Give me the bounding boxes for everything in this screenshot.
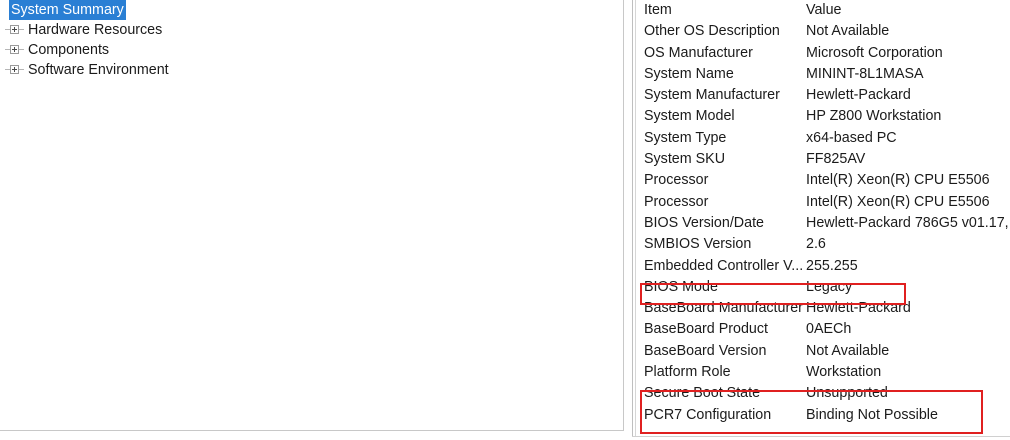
tree-item-software-environment-label: Software Environment [28, 62, 169, 78]
row-value-label: MININT-8L1MASA [806, 65, 924, 82]
row-value-label: 255.255 [806, 257, 858, 274]
row-item-label: Processor [644, 193, 709, 210]
row-item-label: Processor [644, 172, 709, 189]
column-header-value[interactable]: Value [806, 2, 842, 18]
tree-connector-icon [19, 49, 24, 50]
row-item-label: BaseBoard Version [644, 342, 767, 359]
table-row[interactable]: System Name MININT-8L1MASA [632, 64, 1010, 85]
row-item-label: PCR7 Configuration [644, 406, 772, 423]
row-value-label: 0AECh [806, 321, 852, 338]
details-row-container: Item Value Other OS Description Not Avai… [632, 0, 1010, 426]
table-row[interactable]: Processor Intel(R) Xeon(R) CPU E5506 [632, 192, 1010, 213]
tree-item-hardware-resources-label: Hardware Resources [28, 22, 163, 38]
tree-connector-icon [5, 49, 10, 50]
row-item-label: System SKU [644, 151, 726, 168]
table-row[interactable]: Other OS Description Not Available [632, 21, 1010, 42]
table-row[interactable]: System Manufacturer Hewlett-Packard [632, 85, 1010, 106]
row-item-label: System Type [644, 129, 727, 146]
row-value-label: Legacy [806, 278, 853, 295]
tree-connector-icon [19, 69, 24, 70]
tree-item-components-label: Components [28, 42, 110, 58]
row-item-label: Platform Role [644, 364, 731, 381]
row-value-label: Not Available [806, 23, 890, 40]
expand-plus-icon[interactable] [10, 25, 19, 34]
row-item-label: BaseBoard Manufacturer [644, 300, 803, 317]
row-item-label: OS Manufacturer [644, 44, 753, 61]
expand-plus-icon[interactable] [10, 45, 19, 54]
column-header-item[interactable]: Item [644, 2, 672, 18]
row-value-label: FF825AV [806, 151, 866, 168]
table-row[interactable]: BaseBoard Product 0AECh [632, 319, 1010, 340]
row-item-label: System Name [644, 65, 734, 82]
table-row[interactable]: Platform Role Workstation [632, 362, 1010, 383]
row-value-label: Microsoft Corporation [806, 44, 943, 61]
row-value-label: HP Z800 Workstation [806, 108, 942, 125]
tree-item-components[interactable]: Components [0, 40, 623, 60]
row-item-label: SMBIOS Version [644, 236, 752, 253]
table-row[interactable]: Embedded Controller V... 255.255 [632, 256, 1010, 277]
table-row[interactable]: System Model HP Z800 Workstation [632, 106, 1010, 127]
details-bottom-border [632, 436, 1010, 437]
system-info-tree-panel[interactable]: System Summary Hardware Resources Compon… [0, 0, 624, 431]
row-item-label: Embedded Controller V... [644, 257, 804, 274]
expand-plus-icon[interactable] [10, 65, 19, 74]
tree-item-hardware-resources[interactable]: Hardware Resources [0, 20, 623, 40]
table-row[interactable]: System Type x64-based PC [632, 128, 1010, 149]
tree-connector-icon [5, 29, 10, 30]
row-value-label: Hewlett-Packard [806, 87, 911, 104]
table-row[interactable]: OS Manufacturer Microsoft Corporation [632, 43, 1010, 64]
row-value-label: Hewlett-Packard 786G5 v01.17, 8/ [806, 214, 1010, 231]
table-row[interactable]: BIOS Version/Date Hewlett-Packard 786G5 … [632, 213, 1010, 234]
row-value-label: x64-based PC [806, 129, 897, 146]
row-item-label: System Model [644, 108, 735, 125]
row-item-label: BIOS Mode [644, 278, 718, 295]
table-row-bios-mode[interactable]: BIOS Mode Legacy [632, 277, 1010, 298]
table-row[interactable]: BaseBoard Version Not Available [632, 341, 1010, 362]
row-value-label: Workstation [806, 364, 882, 381]
tree-item-software-environment[interactable]: Software Environment [0, 60, 623, 80]
row-value-label: 2.6 [806, 236, 826, 253]
row-item-label: Other OS Description [644, 23, 780, 40]
system-info-details-panel[interactable]: Item Value Other OS Description Not Avai… [632, 0, 1010, 440]
tree-item-system-summary-label: System Summary [9, 0, 126, 20]
tree-item-system-summary[interactable]: System Summary [0, 0, 623, 20]
table-row[interactable]: SMBIOS Version 2.6 [632, 234, 1010, 255]
row-item-label: BIOS Version/Date [644, 214, 764, 231]
row-item-label: BaseBoard Product [644, 321, 768, 338]
tree-connector-icon [5, 69, 10, 70]
table-row[interactable]: Processor Intel(R) Xeon(R) CPU E5506 [632, 170, 1010, 191]
table-row[interactable]: BaseBoard Manufacturer Hewlett-Packard [632, 298, 1010, 319]
row-value-label: Hewlett-Packard [806, 300, 911, 317]
row-value-label: Unsupported [806, 385, 888, 402]
row-item-label: System Manufacturer [644, 87, 780, 104]
row-value-label: Binding Not Possible [806, 406, 938, 423]
row-value-label: Not Available [806, 342, 890, 359]
tree-connector-icon [19, 29, 24, 30]
panel-splitter[interactable] [632, 0, 633, 436]
table-row-pcr7-configuration[interactable]: PCR7 Configuration Binding Not Possible [632, 405, 1010, 426]
row-item-label: Secure Boot State [644, 385, 761, 402]
row-value-label: Intel(R) Xeon(R) CPU E5506 [806, 172, 990, 189]
table-row[interactable]: System SKU FF825AV [632, 149, 1010, 170]
table-row-secure-boot-state[interactable]: Secure Boot State Unsupported [632, 383, 1010, 404]
details-header-row[interactable]: Item Value [632, 0, 1010, 21]
list-left-border [635, 0, 636, 436]
row-value-label: Intel(R) Xeon(R) CPU E5506 [806, 193, 990, 210]
